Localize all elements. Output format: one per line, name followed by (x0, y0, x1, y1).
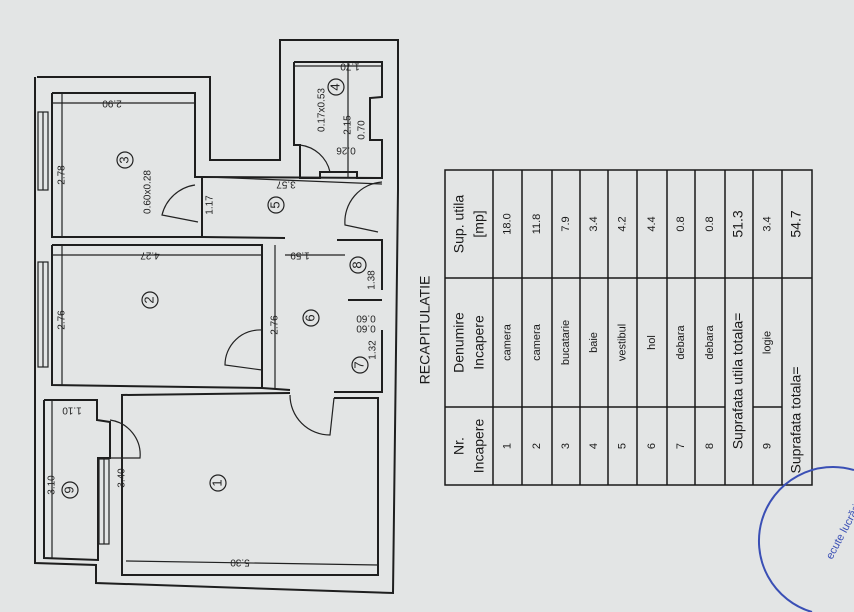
table-cell-area: 4.4 (646, 216, 658, 231)
dim-label: 3.40 (117, 468, 128, 488)
table-cell-name: logie (761, 331, 773, 354)
room-label-1: 1 (209, 474, 227, 492)
dim-label: 3.57 (276, 178, 296, 189)
wall (201, 236, 286, 239)
table-cell-name: debara (704, 324, 716, 359)
dim-label: 0.60 (356, 312, 376, 323)
table-cell-nr: 5 (616, 443, 628, 449)
table-cell-nr: 1 (501, 443, 513, 449)
room-label-2: 2 (141, 291, 159, 309)
room-label-8: 8 (349, 256, 367, 274)
table-header: Nr. (451, 437, 467, 455)
svg-text:7: 7 (351, 361, 366, 368)
svg-text:5: 5 (267, 201, 282, 208)
dim-label: 2.15 (343, 115, 354, 135)
table-cell-nr: 7 (675, 443, 687, 449)
table-cell-area: 0.8 (704, 216, 716, 231)
table-cell-name: bucatarie (560, 320, 572, 365)
table-cell-area: 4.2 (616, 216, 628, 231)
svg-text:6: 6 (302, 314, 317, 321)
dim-label: 2.78 (57, 165, 68, 185)
table-cell-nr: 4 (588, 443, 600, 449)
table-header: Incapere (471, 419, 487, 474)
table-header: Denumire (451, 312, 467, 373)
svg-text:8: 8 (349, 261, 364, 268)
subtotal-area: 51.3 (730, 210, 746, 237)
table-cell-nr: 3 (560, 443, 572, 449)
table-header: [mp] (471, 210, 487, 237)
dim-label: 4.27 (140, 249, 160, 260)
table-title: RECAPITULATIE (417, 276, 433, 385)
svg-text:4: 4 (327, 83, 342, 90)
dim-label: 5.30 (230, 556, 250, 567)
table-cell-area: 3.4 (761, 216, 773, 231)
svg-text:9: 9 (61, 486, 76, 493)
dim-label: 2.76 (57, 310, 68, 330)
table-border (444, 169, 813, 486)
wall (261, 387, 291, 391)
dim-label: 0.60 (356, 322, 376, 333)
dimension-labels: 2.90 2.78 0.60x0.28 1.17 3.57 4.27 1.59 … (47, 60, 379, 567)
dim-label: 2.76 (270, 315, 281, 335)
room-label-3: 3 (116, 151, 134, 169)
table-cell-area: 3.4 (588, 216, 600, 231)
dim-label: 1.17 (205, 195, 216, 215)
table-header: Incapere (471, 315, 487, 370)
table-cell-name: camera (501, 323, 513, 361)
outer-wall (34, 39, 399, 595)
wall-room-1 (121, 392, 379, 576)
room-label-5: 5 (267, 196, 285, 214)
room-labels: 1 2 3 4 5 6 7 8 9 (61, 78, 369, 499)
dim-label: 1.32 (368, 340, 379, 360)
svg-text:2: 2 (141, 296, 156, 303)
dim-label: 2.90 (102, 97, 122, 108)
room-label-4: 4 (327, 78, 345, 96)
room-label-6: 6 (302, 309, 320, 327)
subtotal-label: Suprafata utila totala= (730, 313, 746, 450)
table-cell-area: 18.0 (501, 213, 513, 234)
table-cell-name: camera (531, 323, 543, 361)
wall-room-4 (293, 61, 383, 179)
table-cell-area: 0.8 (675, 216, 687, 231)
windows (37, 111, 110, 545)
floor-plan: 1 2 3 4 5 6 7 8 9 2.90 2.78 0.60x0.28 1.… (34, 39, 399, 595)
dim-label: 0.17x0.53 (317, 88, 328, 132)
table-cell-name: vestibul (616, 324, 628, 361)
room-label-9: 9 (61, 481, 79, 499)
table-cell-name: baie (588, 332, 600, 353)
wall (201, 176, 383, 179)
total-label: Suprafata totala= (788, 366, 804, 473)
table-header: Sup. utila (451, 195, 467, 254)
svg-text:3: 3 (116, 156, 131, 163)
dim-label: 1.38 (367, 270, 378, 290)
dim-label: 1.70 (340, 60, 360, 71)
table-cell-area: 11.8 (531, 214, 543, 235)
dim-label: 0.60x0.28 (143, 170, 154, 214)
table-cell-nr: 8 (704, 443, 716, 449)
dimension-lines (51, 62, 383, 575)
room-label-7: 7 (351, 356, 369, 374)
dim-label: 1.59 (290, 249, 310, 260)
wall-room-7 (334, 330, 383, 393)
dim-label: 0.70 (357, 120, 368, 140)
table-cell-nr: 9 (761, 443, 773, 449)
table-cell-name: debara (675, 324, 687, 359)
dim-label: 1.10 (62, 404, 82, 415)
total-area: 54.7 (788, 210, 804, 237)
dim-label: 3.10 (47, 475, 58, 495)
table-cell-name: hol (646, 335, 658, 350)
table-cell-nr: 2 (531, 443, 543, 449)
table-cell-area: 7.9 (560, 216, 572, 231)
svg-text:1: 1 (209, 479, 224, 486)
wall-room-8 (337, 239, 383, 290)
dim-label: 0.26 (336, 144, 356, 155)
table-cell-nr: 6 (646, 443, 658, 449)
